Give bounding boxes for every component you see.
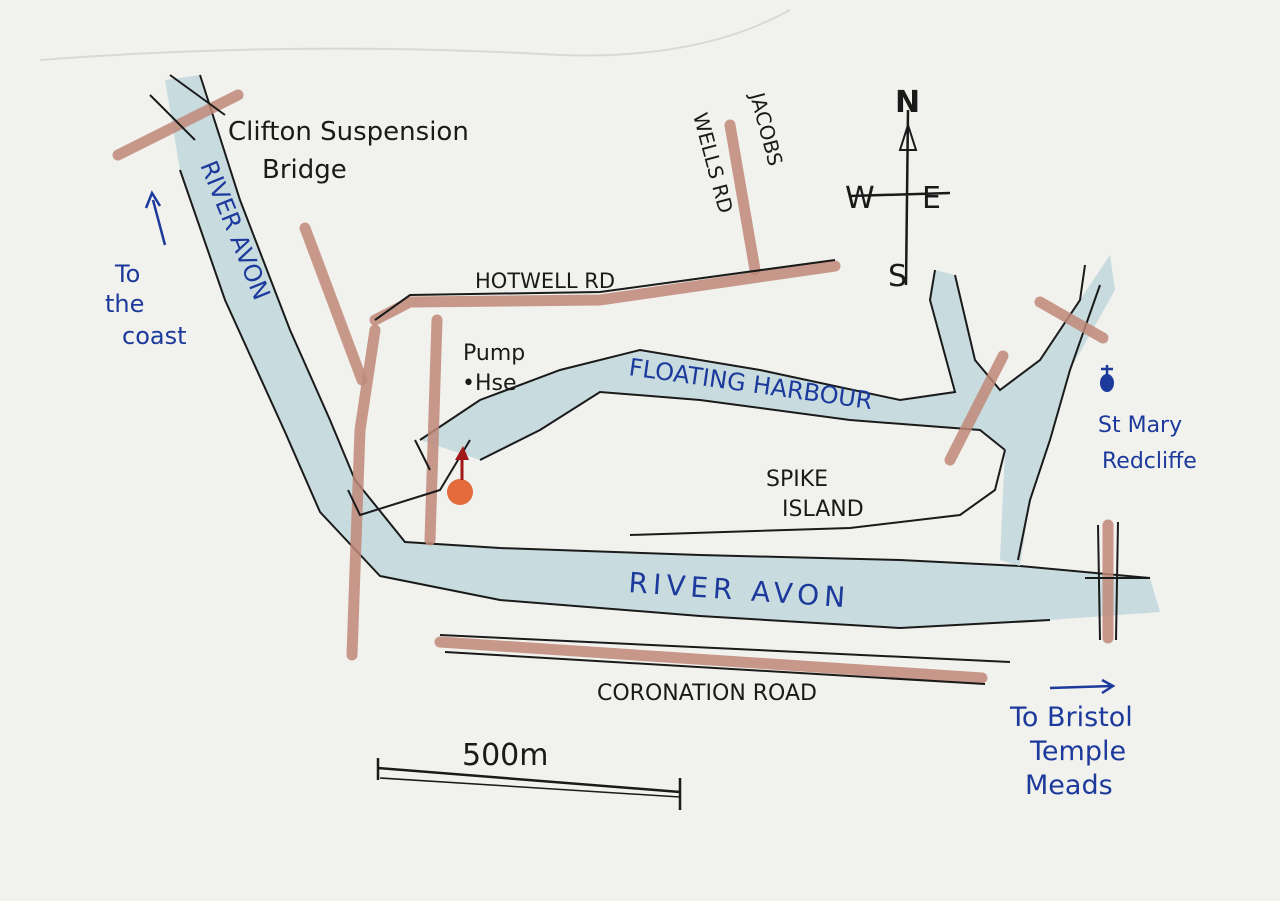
label-jacobs: JACOBS [745,88,788,168]
paper-fold [39,9,791,61]
label-pump-house-1: Pump [463,341,525,366]
label-pump-house-2: •Hse [462,371,517,396]
label-to-coast-1: To [114,260,140,288]
roads [112,74,1150,685]
compass-west: W [845,181,875,216]
label-temple-meads-3: Meads [1025,770,1113,801]
coast-arrow-icon [144,190,167,246]
label-spike-island-1: SPIKE [766,467,828,492]
label-st-mary-2: Redcliffe [1102,449,1197,474]
floating-harbour [419,255,1115,566]
label-coronation-road: CORONATION ROAD [597,681,817,706]
temple-meads-arrow-icon [1049,678,1116,695]
label-st-mary-1: St Mary [1098,413,1182,438]
compass: N W E S [845,85,951,294]
label-to-coast-2: the [105,290,144,318]
label-hotwell-rd: HOTWELL RD [475,269,615,293]
label-spike-island-2: ISLAND [782,497,864,522]
label-to-coast-3: coast [122,322,187,350]
river-avon [165,74,1160,630]
compass-east: E [922,181,941,216]
label-clifton-bridge: Clifton Suspension [228,117,469,147]
label-temple-meads-2: Temple [1029,736,1126,767]
compass-north: N [895,85,920,120]
compass-south: S [888,259,907,294]
scale-bar: 500m [376,738,682,810]
location-marker [447,446,473,505]
scale-label: 500m [462,738,548,773]
st-mary-redcliffe-church-icon [1100,365,1114,392]
label-temple-meads-1: To Bristol [1009,702,1133,733]
label-clifton-bridge-2: Bridge [262,155,347,185]
